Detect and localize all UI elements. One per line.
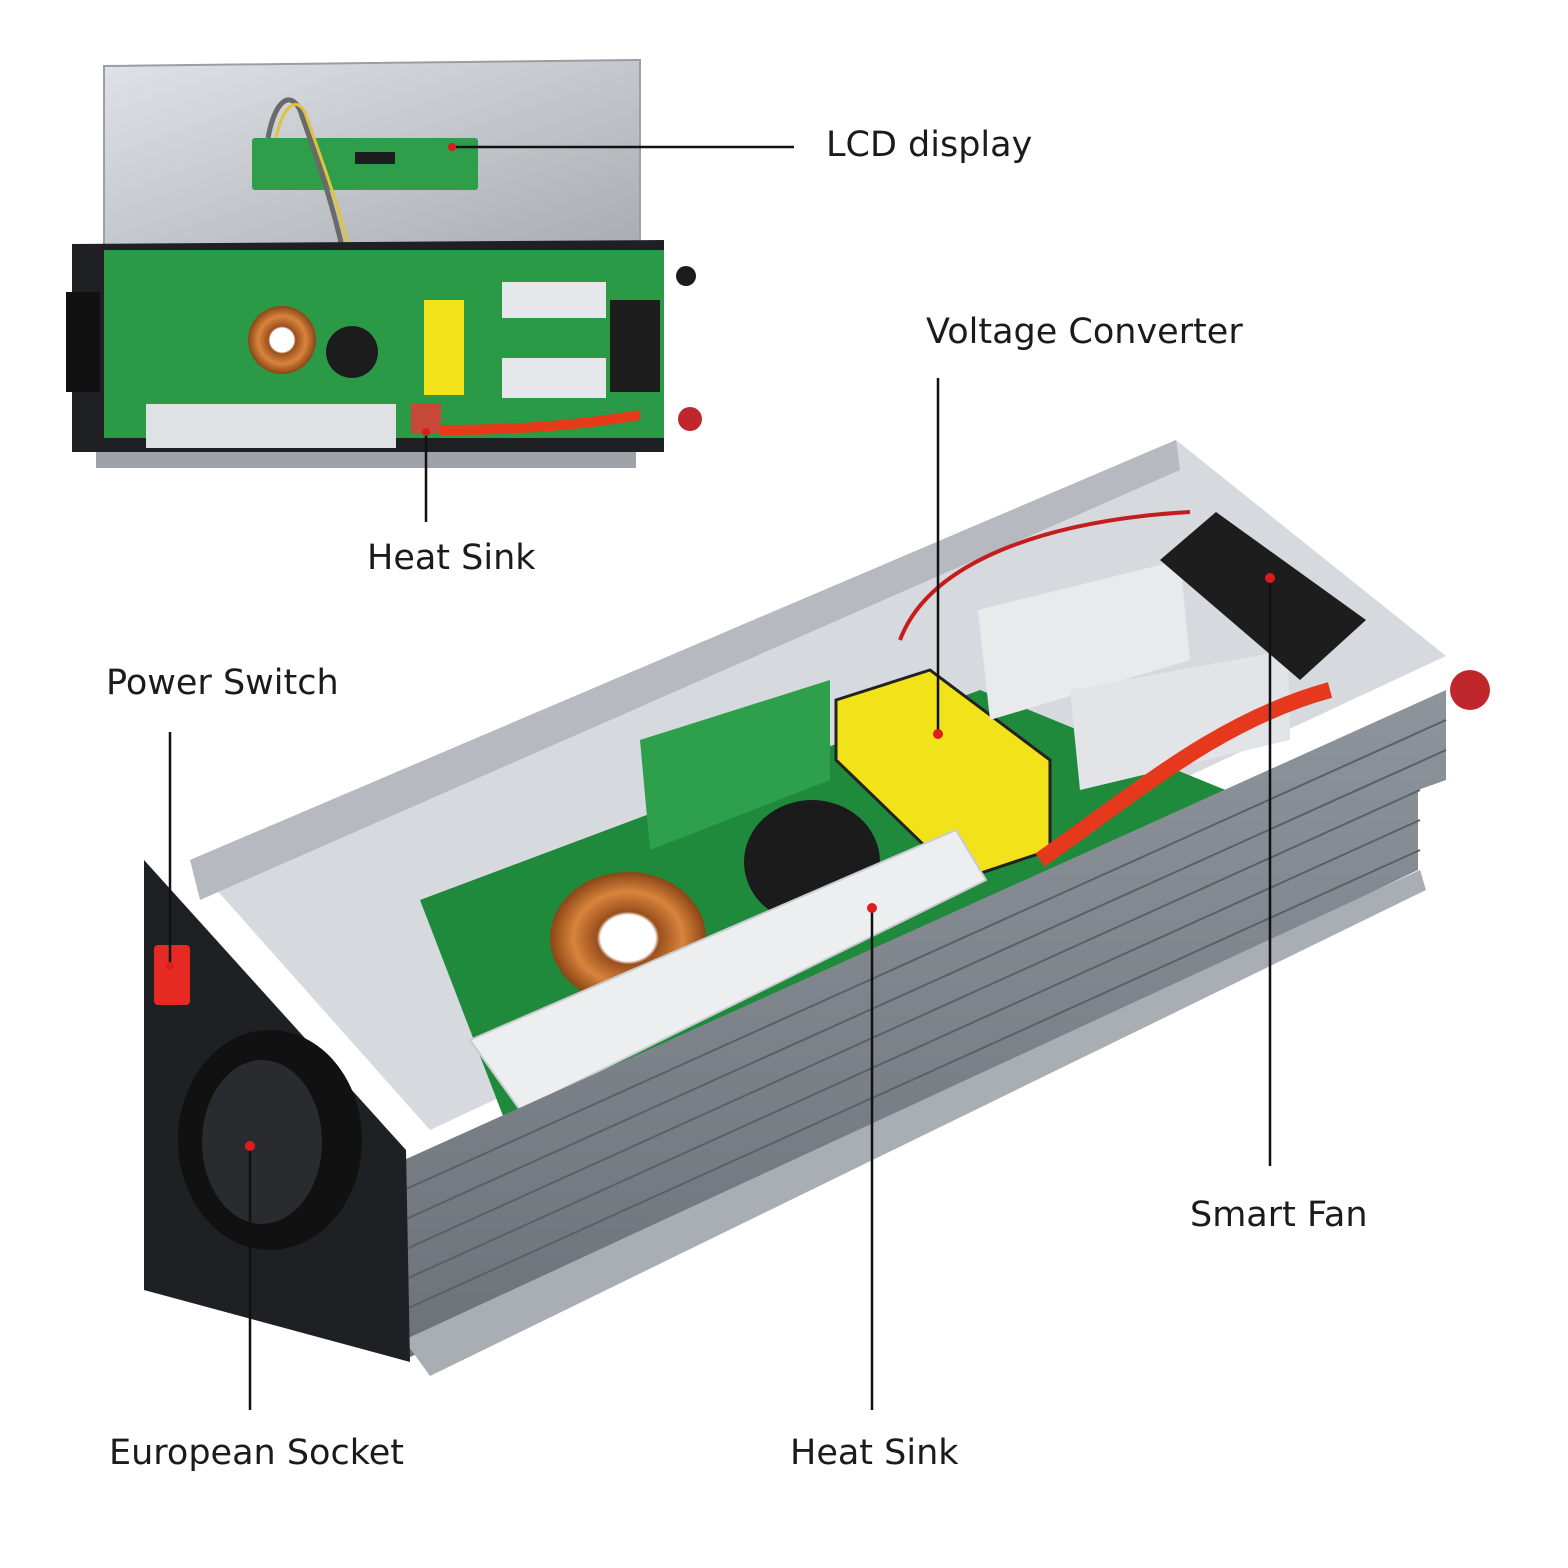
main-view-product <box>144 440 1490 1376</box>
european-socket <box>178 1030 362 1250</box>
marker-lcd-display <box>448 143 456 151</box>
marker-european-socket <box>245 1141 255 1151</box>
marker-power-switch <box>166 962 174 970</box>
label-european-socket: European Socket <box>109 1433 404 1473</box>
main-fan <box>1160 512 1366 680</box>
markers <box>166 143 1275 1151</box>
top-view-product <box>66 58 702 468</box>
rear-heat-sink-fins <box>978 560 1290 790</box>
label-power-switch: Power Switch <box>106 663 339 703</box>
callouts <box>168 145 1272 1410</box>
top-toroid <box>248 306 316 374</box>
power-switch <box>154 945 190 1005</box>
marker-smart-fan <box>1265 573 1275 583</box>
marker-heat-sink-bottom <box>867 903 877 913</box>
label-lcd-display: LCD display <box>826 125 1033 165</box>
label-heat-sink-bottom: Heat Sink <box>790 1433 959 1473</box>
label-heat-sink-top: Heat Sink <box>367 538 536 578</box>
main-heat-sink-bar <box>468 828 988 1112</box>
top-transformer <box>424 300 464 395</box>
label-voltage-converter: Voltage Converter <box>926 312 1243 352</box>
label-smart-fan: Smart Fan <box>1190 1195 1368 1235</box>
marker-voltage-converter <box>933 729 943 739</box>
marker-heat-sink-top <box>422 428 430 436</box>
